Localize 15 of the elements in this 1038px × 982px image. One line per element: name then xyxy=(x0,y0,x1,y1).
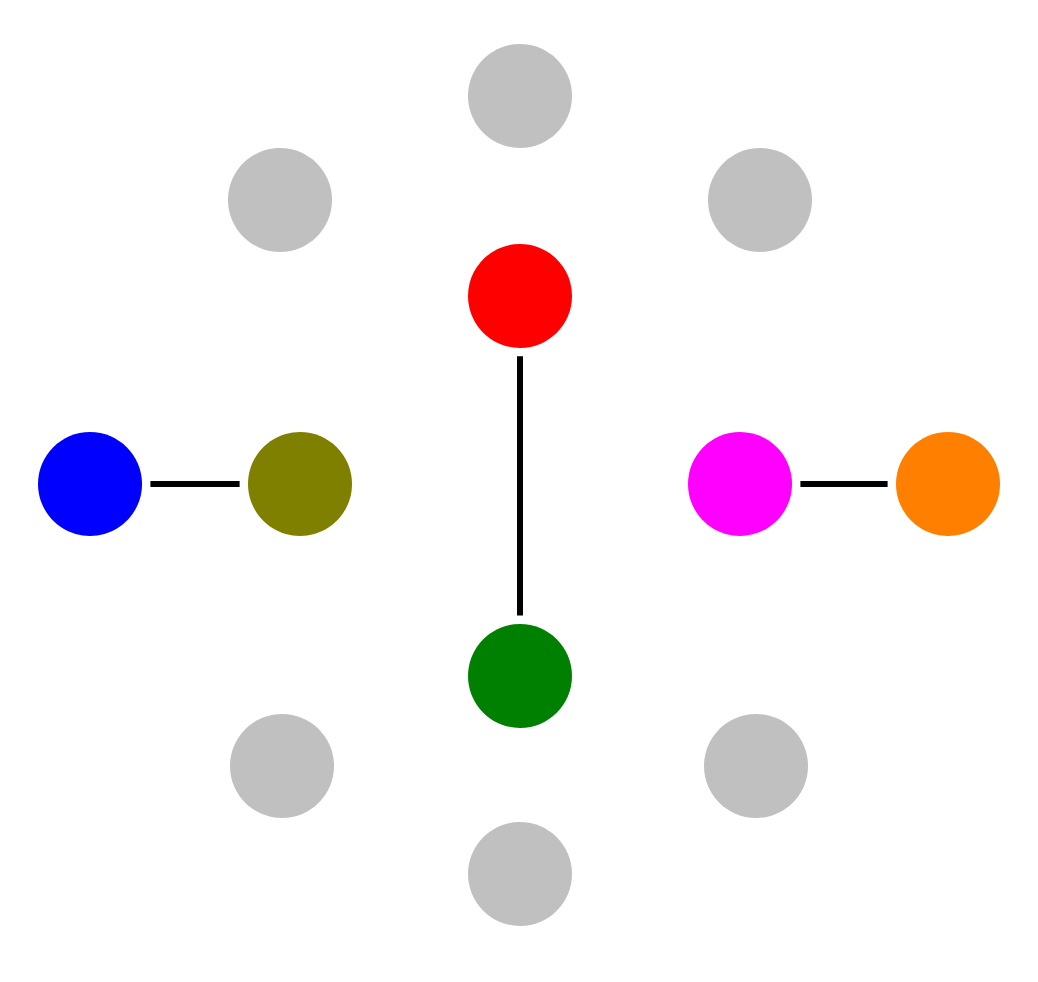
circle-node xyxy=(468,243,572,348)
circle-node xyxy=(896,431,1000,536)
circle-node xyxy=(230,713,334,818)
circle-node xyxy=(228,147,332,252)
connector-line xyxy=(800,480,888,487)
connector-line xyxy=(150,480,240,487)
circle-node xyxy=(688,431,792,536)
connector-line xyxy=(517,356,523,616)
circle-node xyxy=(38,431,142,536)
circle-node xyxy=(468,821,572,926)
circle-node xyxy=(708,147,812,252)
circle-node xyxy=(468,44,572,148)
circle-node xyxy=(704,713,808,818)
circle-node xyxy=(468,623,572,728)
circle-node xyxy=(248,431,352,536)
